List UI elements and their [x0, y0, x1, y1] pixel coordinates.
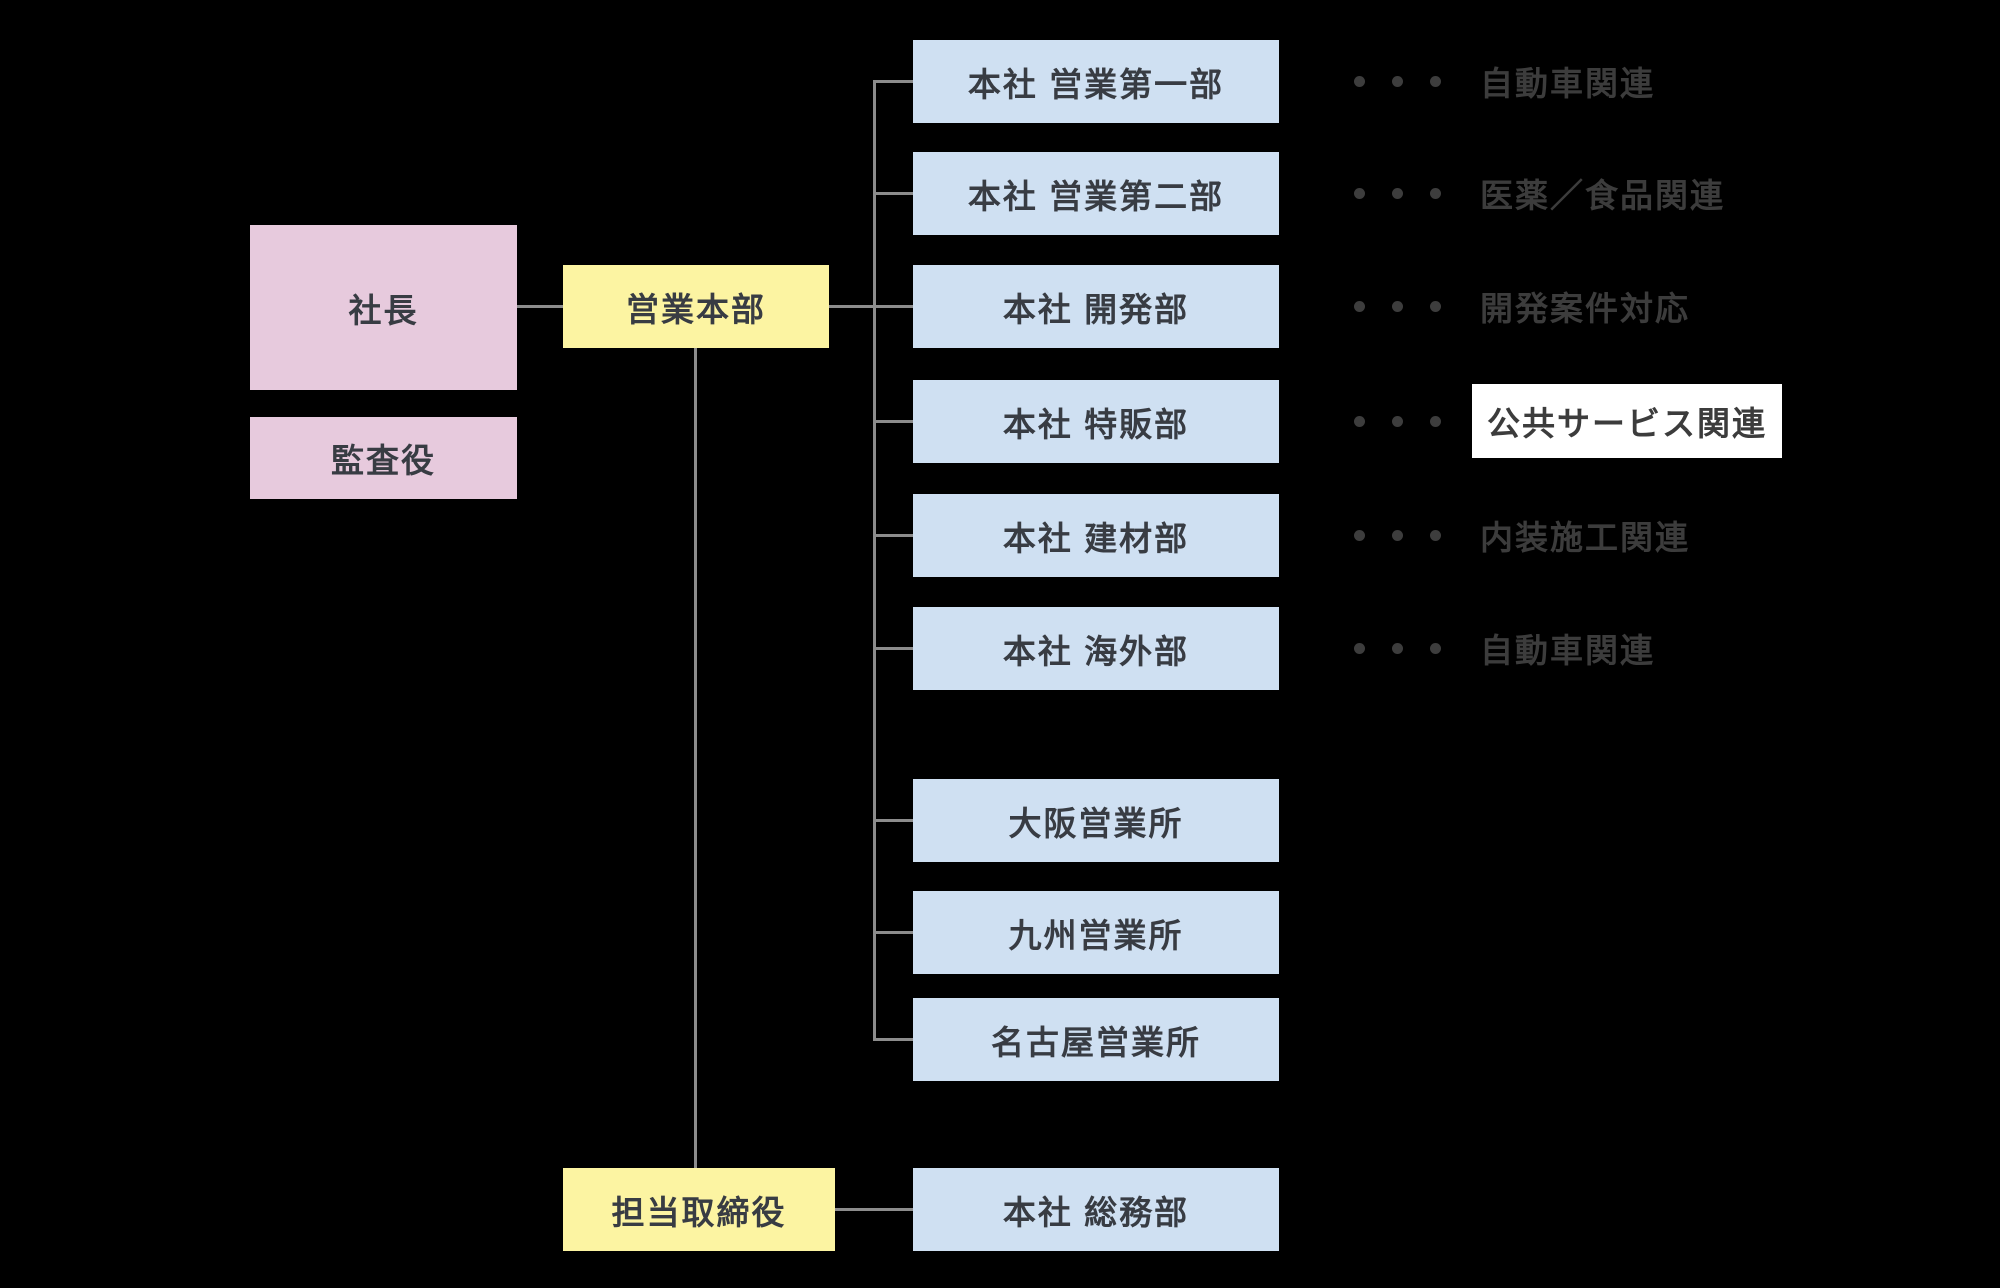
connector-stub-dept-3: [873, 420, 913, 423]
leader-dots-icon: [1354, 300, 1468, 312]
connector-stub-dept-8: [873, 1038, 913, 1041]
node-dept-special-sales: 本社 特販部: [913, 380, 1279, 463]
connector-stub-dept-5: [873, 647, 913, 650]
leader-dots-icon: [1354, 529, 1468, 541]
annotation-label: 自動車関連: [1480, 65, 1655, 102]
leader-dots-icon: [1354, 75, 1468, 87]
node-dept-sales-2: 本社 営業第二部: [913, 152, 1279, 235]
node-president: 社長: [250, 225, 517, 390]
connector-stub-dept-1: [873, 192, 913, 195]
leader-dots-icon: [1354, 415, 1468, 427]
node-dept-development: 本社 開発部: [913, 265, 1279, 348]
leader-dots-icon: [1354, 642, 1468, 654]
annotation-label: 内装施工関連: [1480, 519, 1690, 556]
annotation-automotive-2: 自動車関連: [1354, 617, 1655, 679]
node-office-nagoya: 名古屋営業所: [913, 998, 1279, 1081]
annotation-label: 医薬／食品関連: [1480, 177, 1725, 214]
node-auditor: 監査役: [250, 417, 517, 499]
connector-saleshq-trunk: [829, 305, 913, 308]
annotation-label: 開発案件対応: [1480, 290, 1690, 327]
annotation-pharma-food: 医薬／食品関連: [1354, 162, 1725, 224]
connector-saleshq-director-vertical: [694, 348, 697, 1168]
annotation-label: 自動車関連: [1480, 632, 1655, 669]
connector-right-trunk-vertical: [873, 81, 876, 1039]
connector-stub-dept-6: [873, 819, 913, 822]
connector-stub-dept-7: [873, 931, 913, 934]
annotation-interior-construction: 内装施工関連: [1354, 504, 1690, 566]
node-dept-sales-1: 本社 営業第一部: [913, 40, 1279, 123]
annotation-label-highlighted: 公共サービス関連: [1472, 384, 1782, 458]
annotation-public-services: 公共サービス関連: [1354, 384, 1782, 458]
connector-stub-dept-4: [873, 534, 913, 537]
node-managing-director: 担当取締役: [563, 1168, 835, 1251]
connector-president-saleshq: [517, 305, 563, 308]
connector-stub-dept-0: [873, 80, 913, 83]
node-dept-general-affairs: 本社 総務部: [913, 1168, 1279, 1251]
leader-dots-icon: [1354, 187, 1468, 199]
node-office-osaka: 大阪営業所: [913, 779, 1279, 862]
annotation-automotive: 自動車関連: [1354, 50, 1655, 112]
node-dept-overseas: 本社 海外部: [913, 607, 1279, 690]
node-sales-hq: 営業本部: [563, 265, 829, 348]
annotation-development-projects: 開発案件対応: [1354, 275, 1690, 337]
connector-director-somubu: [835, 1208, 913, 1211]
node-office-kyushu: 九州営業所: [913, 891, 1279, 974]
node-dept-building-materials: 本社 建材部: [913, 494, 1279, 577]
